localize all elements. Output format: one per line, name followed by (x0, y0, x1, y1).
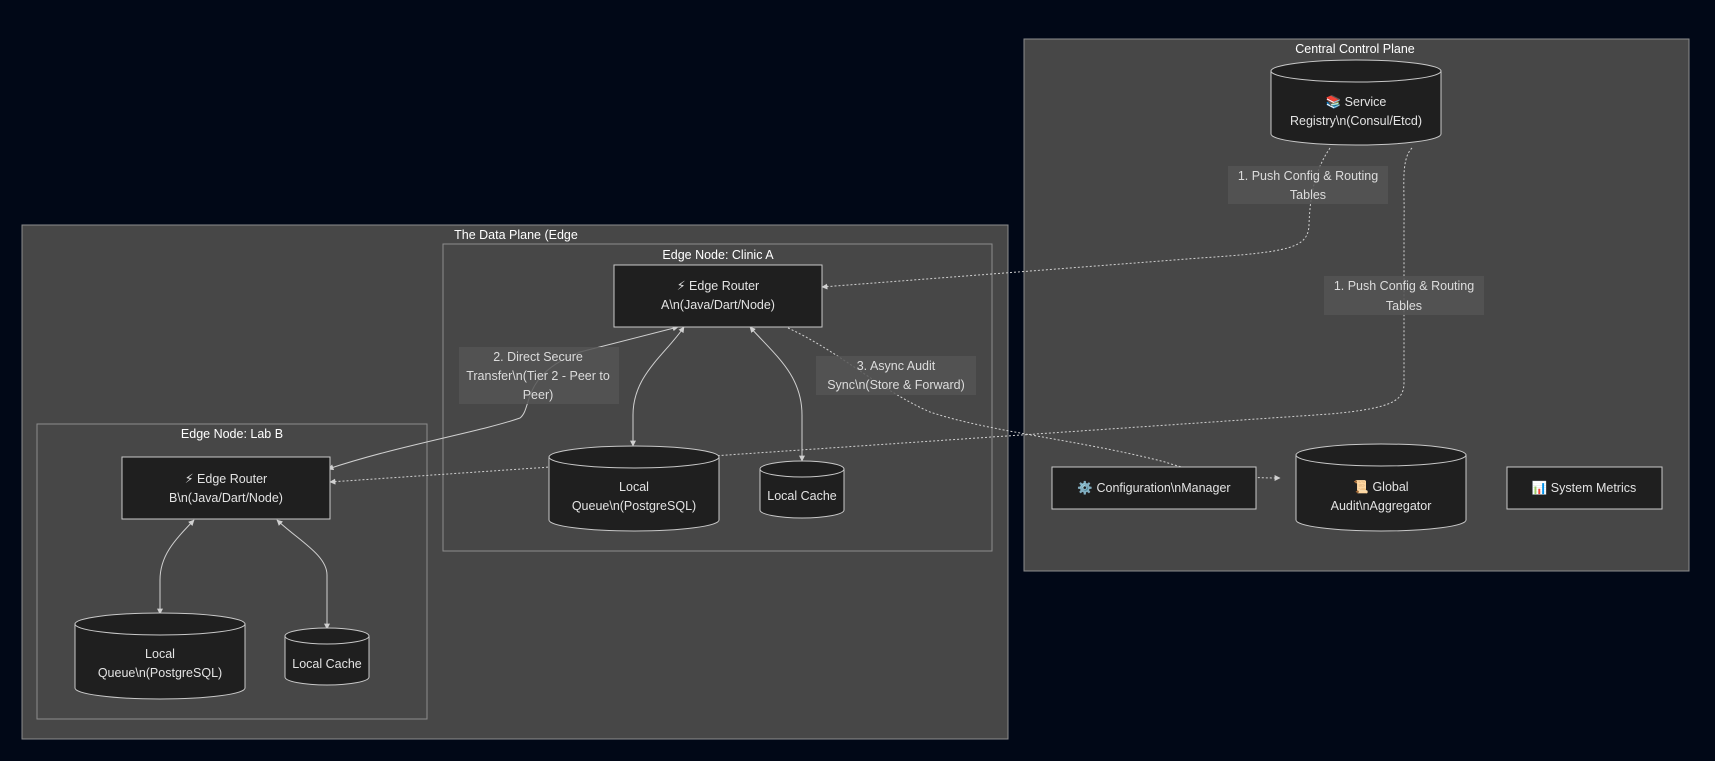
node-edge-router-a-line1: ⚡ Edge Router (677, 279, 759, 293)
node-local-queue-a-line1: Local (619, 480, 649, 494)
node-local-cache-a[interactable]: Local Cache (759, 460, 845, 519)
node-service-registry[interactable]: 📚 Service Registry\n(Consul/Etcd) (1270, 59, 1442, 146)
node-configuration-manager[interactable]: ⚙️ Configuration\nManager (1051, 466, 1257, 510)
node-local-queue-b[interactable]: Local Queue\n(PostgreSQL) (74, 612, 246, 700)
edge-router-b-cache-b (276, 519, 330, 630)
node-global-audit-aggregator-line2: Audit\nAggregator (1331, 499, 1432, 513)
cluster-title-clinic-a: Edge Node: Clinic A (662, 248, 774, 262)
edge-label-audit: 3. Async Audit Sync\n(Store & Forward) (816, 356, 976, 395)
edge-label-direct: 2. Direct Secure Transfer\n(Tier 2 - Pee… (459, 347, 619, 404)
node-edge-router-b[interactable]: ⚡ Edge Router B\n(Java/Dart/Node) (121, 456, 331, 520)
edge-label-audit-line2: Sync\n(Store & Forward) (827, 378, 965, 392)
node-edge-router-b-line2: B\n(Java/Dart/Node) (169, 491, 283, 505)
edge-label-push-b: 1. Push Config & Routing Tables (1324, 276, 1484, 315)
edge-label-push-a: 1. Push Config & Routing Tables (1228, 166, 1388, 204)
node-edge-router-b-line1: ⚡ Edge Router (185, 472, 267, 486)
node-service-registry-line1: 📚 Service (1326, 95, 1387, 109)
node-global-audit-aggregator[interactable]: 📜 Global Audit\nAggregator (1295, 443, 1467, 532)
node-local-cache-a-label: Local Cache (767, 489, 837, 503)
edge-label-push-a-line1: 1. Push Config & Routing (1238, 169, 1378, 183)
node-system-metrics-label: 📊 System Metrics (1532, 480, 1636, 495)
cluster-title-control-plane: Central Control Plane (1295, 42, 1415, 56)
node-system-metrics[interactable]: 📊 System Metrics (1506, 466, 1663, 510)
edge-registry-router-a (821, 147, 1331, 290)
node-local-cache-b-label: Local Cache (292, 657, 362, 671)
edge-label-push-b-line1: 1. Push Config & Routing (1334, 279, 1474, 293)
cluster-title-lab-b: Edge Node: Lab B (181, 427, 283, 441)
edge-router-a-cache-a (749, 326, 805, 462)
edge-label-direct-line1: 2. Direct Secure (493, 350, 583, 364)
node-local-queue-a[interactable]: Local Queue\n(PostgreSQL) (548, 445, 720, 532)
node-global-audit-aggregator-line1: 📜 Global (1353, 480, 1408, 494)
node-local-queue-b-line1: Local (145, 647, 175, 661)
edge-label-push-b-line2: Tables (1386, 299, 1422, 313)
edge-label-push-a-line2: Tables (1290, 188, 1326, 202)
edge-registry-router-b (329, 147, 1413, 485)
edge-label-direct-line2: Transfer\n(Tier 2 - Peer to (466, 369, 610, 383)
node-edge-router-a[interactable]: ⚡ Edge Router A\n(Java/Dart/Node) (613, 264, 823, 328)
node-local-cache-b[interactable]: Local Cache (284, 627, 370, 686)
node-configuration-manager-label: ⚙️ Configuration\nManager (1077, 480, 1230, 495)
node-local-queue-a-line2: Queue\n(PostgreSQL) (572, 499, 696, 513)
edge-router-a-queue-a (630, 326, 685, 447)
node-service-registry-line2: Registry\n(Consul/Etcd) (1290, 114, 1422, 128)
node-edge-router-a-line2: A\n(Java/Dart/Node) (661, 298, 775, 312)
cluster-title-data-plane: The Data Plane (Edge (454, 228, 578, 242)
edge-label-direct-line3: Peer) (523, 388, 554, 402)
edge-label-audit-line1: 3. Async Audit (857, 359, 936, 373)
node-local-queue-b-line2: Queue\n(PostgreSQL) (98, 666, 222, 680)
edge-router-b-queue-b (157, 519, 195, 615)
